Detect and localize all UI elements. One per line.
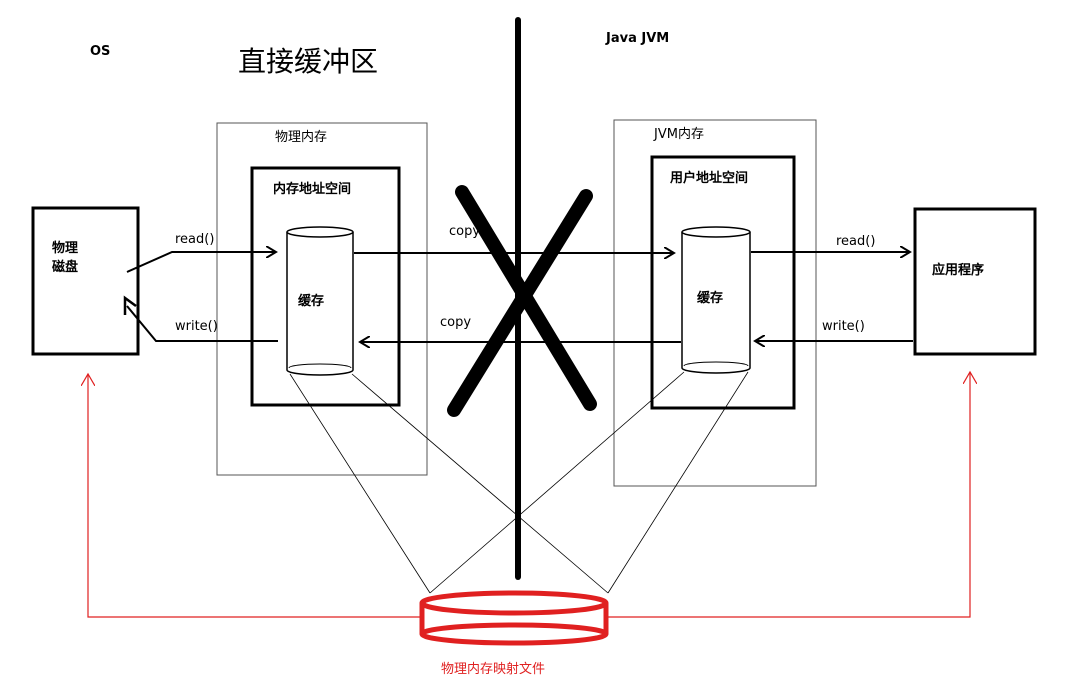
read-arrow-left bbox=[126, 252, 276, 273]
application-box bbox=[913, 207, 1037, 356]
write-label-left: write() bbox=[175, 319, 218, 334]
write-arrow-left bbox=[126, 305, 278, 342]
copy-label-top: copy bbox=[449, 224, 481, 239]
read-label-left: read() bbox=[175, 232, 215, 247]
application-label: 应用程序 bbox=[932, 263, 985, 278]
physical-memory-label: 物理内存 bbox=[275, 130, 328, 145]
physical-memory-frame bbox=[216, 122, 428, 476]
java-jvm-label: Java JVM bbox=[606, 31, 670, 46]
physical-disk-label-line1: 物理 bbox=[52, 241, 79, 256]
jvm-memory-frame bbox=[613, 119, 817, 487]
memory-address-space-label: 内存地址空间 bbox=[273, 182, 352, 197]
memory-address-space-box bbox=[250, 166, 401, 407]
cache-label-left: 缓存 bbox=[298, 294, 325, 309]
mapped-file-label: 物理内存映射文件 bbox=[441, 662, 546, 677]
mapped-file-cylinder bbox=[419, 590, 609, 646]
write-label-right: write() bbox=[822, 319, 865, 334]
cache-cylinder-left bbox=[286, 226, 354, 376]
cache-cylinder-right bbox=[681, 226, 751, 374]
copy-label-bottom: copy bbox=[440, 315, 472, 330]
user-address-space-label: 用户地址空间 bbox=[670, 171, 749, 186]
user-address-space-box bbox=[650, 155, 796, 410]
os-label: OS bbox=[90, 44, 111, 59]
red-arrow-to-disk bbox=[88, 374, 420, 618]
mapping-lines bbox=[289, 371, 749, 594]
physical-disk-label-line2: 磁盘 bbox=[52, 260, 79, 275]
cache-label-right: 缓存 bbox=[697, 291, 724, 306]
write-arrow-left-head bbox=[123, 295, 137, 315]
read-label-right: read() bbox=[836, 234, 876, 249]
jvm-memory-label: JVM内存 bbox=[654, 127, 704, 142]
red-arrow-to-app bbox=[608, 372, 970, 618]
page-title: 直接缓冲区 bbox=[238, 45, 379, 78]
physical-disk-box bbox=[31, 206, 140, 356]
